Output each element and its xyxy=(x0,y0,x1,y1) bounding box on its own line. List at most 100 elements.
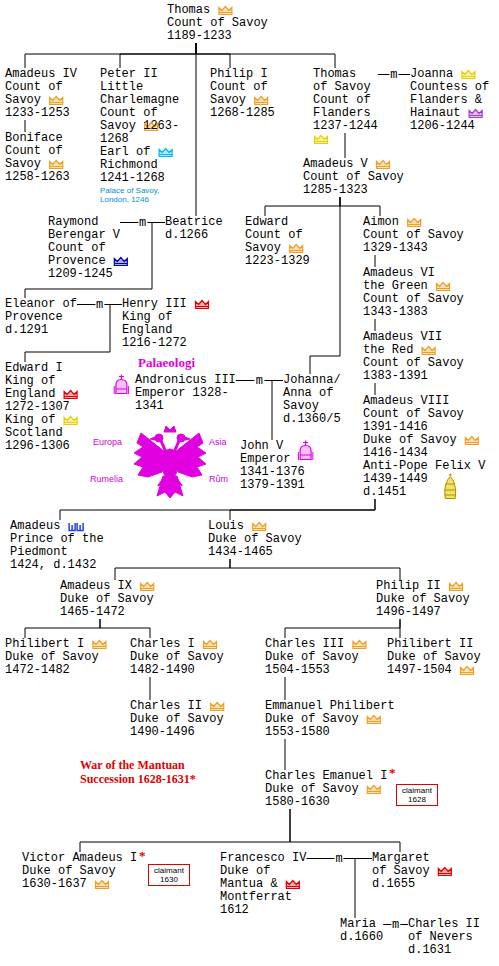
person-title: Duke of Savoy 1434-1465 xyxy=(208,533,302,559)
person-name: Amadeus VI the Green xyxy=(363,267,435,293)
crown-icon xyxy=(64,417,77,425)
person-title: d.1631 xyxy=(408,944,480,957)
person-title: King of England 1216-1272 xyxy=(122,311,187,350)
person-entry: JoannaCountess of Flanders & Hainaut 120… xyxy=(410,68,489,133)
crown-icon xyxy=(438,868,451,876)
person-title: d.1266 xyxy=(165,229,223,242)
crown-band xyxy=(465,442,478,443)
eagle-body xyxy=(162,449,178,479)
crown-band xyxy=(50,102,63,103)
person-entry: Peter II Little CharlemagneCount of Savo… xyxy=(100,68,180,204)
person-name: Philibert II xyxy=(387,638,481,651)
crown-icon xyxy=(450,583,463,591)
claimant-box: claimant 1628 xyxy=(396,784,438,806)
crown-icon xyxy=(211,703,224,711)
person-title: Anti-Pope Felix V 1439-1449 xyxy=(363,460,485,486)
crown-shape xyxy=(450,583,463,591)
descent-line xyxy=(196,43,230,68)
person-name: Eleanor of Provence xyxy=(5,298,77,324)
crown-icon xyxy=(253,523,266,531)
person-name: Philip I xyxy=(210,68,275,81)
descent-line xyxy=(265,197,340,216)
crown-shape xyxy=(64,391,77,399)
crown-icon xyxy=(367,716,380,724)
eagle-wing xyxy=(175,433,206,477)
person-name: Edward I xyxy=(5,362,70,375)
crown-shape xyxy=(461,667,474,675)
tiara-icon xyxy=(445,474,456,499)
descent-line xyxy=(340,197,380,216)
descent-line xyxy=(100,619,150,638)
marriage-mark: m xyxy=(138,217,147,229)
crown-shape xyxy=(367,716,380,724)
crown-shape xyxy=(438,868,451,876)
crown-band xyxy=(437,288,450,289)
descent-line xyxy=(120,43,196,68)
crown-band xyxy=(159,154,172,155)
descent-line xyxy=(345,133,346,158)
person-name: Joanna xyxy=(410,68,489,81)
person-name: Edward xyxy=(245,216,310,229)
crown-icon xyxy=(353,641,366,649)
crown-shape xyxy=(64,417,77,425)
person-name: Thomas of Savoy xyxy=(313,68,371,94)
crown-shape xyxy=(196,301,209,309)
crown-band xyxy=(211,708,224,709)
crown-band xyxy=(315,141,328,142)
crown-band xyxy=(253,528,266,529)
crown-icon xyxy=(469,110,482,118)
crown-band xyxy=(286,886,299,887)
crown-icon xyxy=(377,161,390,169)
crown-band xyxy=(114,386,128,394)
eagle-crown xyxy=(164,426,176,432)
crown-shape xyxy=(50,161,63,169)
crown-band xyxy=(462,76,475,77)
crown-band xyxy=(298,452,312,460)
claimant-text: claimant 1630 xyxy=(151,866,187,884)
person-name: Victor Amadeus I xyxy=(22,852,137,865)
person-entry: Amadeus VIIICount of Savoy 1391-1416Duke… xyxy=(363,395,485,499)
descent-line xyxy=(115,559,230,580)
person-name: Amadeus xyxy=(10,520,104,533)
crown-icon xyxy=(437,283,450,291)
person-title: d.1451 xyxy=(363,486,485,499)
person-title: Count of Savoy 1233-1253 xyxy=(5,81,77,120)
crown-shape xyxy=(141,583,154,591)
person-entry: Mariad.1660 xyxy=(340,918,383,944)
note-text: Palace of Savoy, London, 1246 xyxy=(100,186,180,204)
descent-line xyxy=(375,255,376,267)
person-title: Count of Savoy 1285-1323 xyxy=(303,171,404,197)
person-entry: Thomas of SavoyCount of Flanders 1237-12… xyxy=(313,68,378,133)
person-name: Peter II Little Charlemagne xyxy=(100,68,179,107)
person-entry: Amadeus VCount of Savoy 1285-1323 xyxy=(303,158,404,197)
person-name: Thomas xyxy=(167,4,268,17)
crown-icon xyxy=(196,301,209,309)
crown-cross xyxy=(303,441,308,446)
region-label: Europa xyxy=(93,437,122,448)
person-name: Amadeus IV xyxy=(5,68,77,81)
person-name: Beatrice xyxy=(165,216,223,229)
crown-band xyxy=(461,672,474,673)
person-entry: Philibert IDuke of Savoy 1472-1482 xyxy=(5,638,99,677)
crown-cross xyxy=(119,375,124,380)
crown-icon xyxy=(286,881,299,889)
crown-band xyxy=(93,646,106,647)
crown-shape xyxy=(219,7,232,15)
crown-icon xyxy=(461,667,474,675)
descent-line xyxy=(285,619,400,638)
descent-line xyxy=(285,739,286,770)
crown-band xyxy=(255,102,268,103)
person-name: Charles I xyxy=(130,638,224,651)
crown-band xyxy=(367,791,380,792)
crown-shape xyxy=(69,523,83,531)
descent-line xyxy=(355,859,372,919)
person-entry: BonifaceCount of Savoy 1258-1263 xyxy=(5,132,70,184)
person-title: Duke of Savoy 1504-1553 xyxy=(265,651,359,677)
person-title: Countess of Flanders & Hainaut 1206-1244 xyxy=(410,81,489,133)
crown-shape xyxy=(253,523,266,531)
double-headed-eagle xyxy=(134,426,206,498)
person-name: Andronicus III xyxy=(135,374,236,387)
person-entry: Margaret of Savoyd.1655 xyxy=(372,852,430,891)
person-title: Count of Flanders 1237-1244 xyxy=(313,94,378,133)
person-name: Amadeus IX xyxy=(60,580,154,593)
